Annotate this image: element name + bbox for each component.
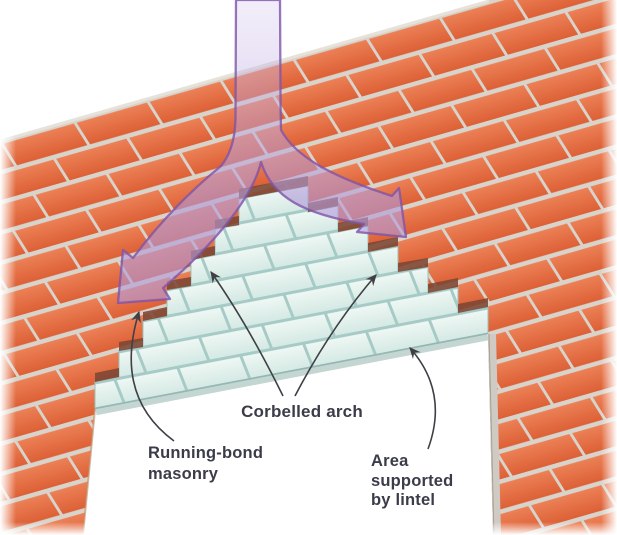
label-area-supported-by-lintel: Area supported by lintel xyxy=(371,452,454,509)
label-corbelled-arch: Corbelled arch xyxy=(241,402,363,421)
label-running-bond-masonry: Running-bond masonry xyxy=(148,444,264,483)
